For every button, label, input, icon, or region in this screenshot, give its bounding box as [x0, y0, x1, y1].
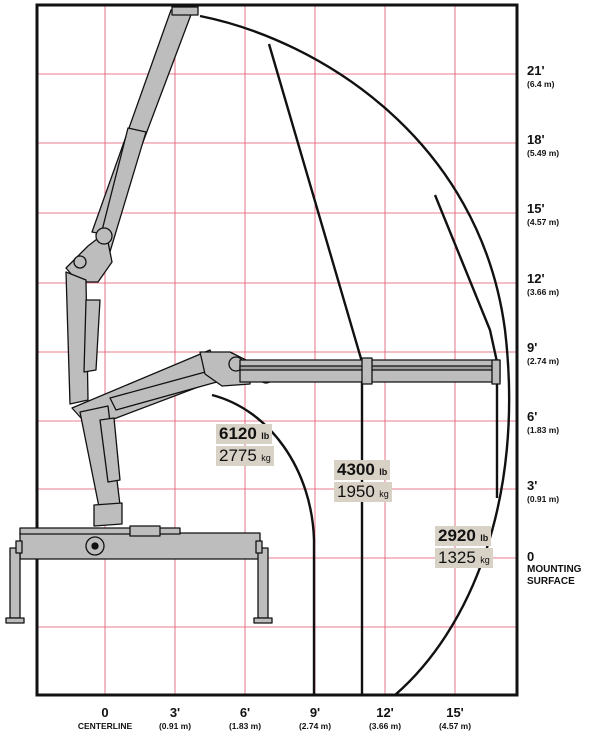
x-label-12ft: 12'(3.66 m): [368, 705, 402, 731]
x-label-15ft: 15'(4.57 m): [438, 705, 472, 731]
grid: [37, 5, 517, 695]
capacity-label-6120: 6120 lb 2775 kg: [216, 424, 274, 466]
reach-envelopes: [199, 14, 511, 696]
capacity-label-2920: 2920 lb 1325 kg: [435, 526, 493, 568]
capacity-curve-6120: [211, 393, 316, 695]
y-label-9ft: 9'(2.74 m): [527, 340, 560, 367]
y-label-15ft: 15'(4.57 m): [527, 201, 560, 228]
x-label-9ft: 9'(2.74 m): [298, 705, 332, 731]
max-reach-arc: [199, 14, 511, 696]
y-label-6ft: 6'(1.83 m): [527, 409, 560, 436]
y-label-12ft: 12'(3.66 m): [527, 271, 560, 298]
capacity-curve-2920: [433, 194, 499, 498]
x-label-6ft: 6'(1.83 m): [228, 705, 262, 731]
capacity-label-4300: 4300 lb 1950 kg: [334, 460, 392, 502]
y-label-18ft: 18'(5.49 m): [527, 132, 560, 159]
crane-body: [5, 6, 501, 624]
x-label-3ft: 3'(0.91 m): [158, 705, 192, 731]
chart-frame: [35, 3, 519, 697]
y-label-3ft: 3'(0.91 m): [527, 478, 560, 505]
y-label-21ft: 21'(6.4 m): [527, 63, 555, 90]
